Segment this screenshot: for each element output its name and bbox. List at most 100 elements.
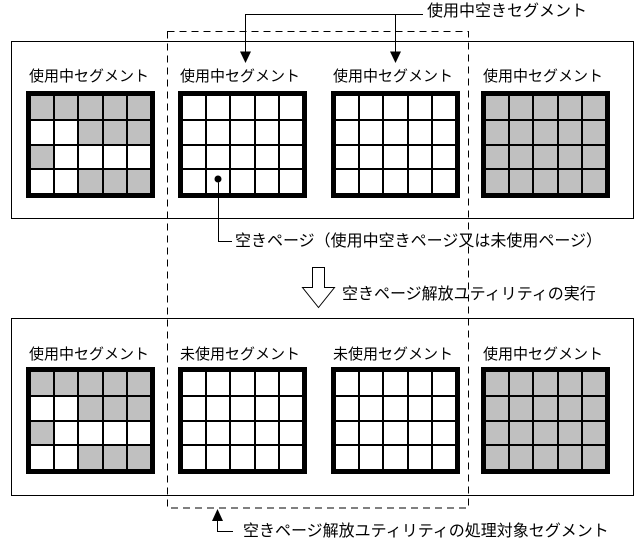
used-page-cell (79, 446, 102, 469)
free-page-cell (384, 421, 407, 445)
free-page-cell (432, 120, 455, 144)
up-arrowhead-icon (212, 509, 223, 521)
used-page-cell (31, 96, 54, 119)
hollow-down-arrow-icon (301, 267, 336, 309)
used-page-cell (534, 145, 557, 169)
free-page-cell (279, 446, 302, 469)
free-page-cell (55, 446, 78, 469)
free-page-cell (55, 396, 78, 420)
free-page-cell (231, 372, 254, 395)
free-page-cell (432, 96, 455, 119)
free-page-cell (255, 145, 278, 169)
used-page-cell (510, 145, 533, 169)
free-page-cell (336, 120, 359, 144)
free-page-cell (384, 120, 407, 144)
used-page-cell (486, 372, 509, 395)
used-page-cell (127, 396, 150, 420)
used-page-cell (486, 120, 509, 144)
used-page-cell (127, 446, 150, 469)
free-page-cell (183, 96, 206, 119)
free-page-cell (336, 396, 359, 420)
used-page-cell (558, 96, 581, 119)
segment-label: 使用中セグメント (29, 346, 150, 363)
used-page-cell (486, 446, 509, 469)
free-page-cell (336, 372, 359, 395)
used-page-cell (510, 446, 533, 469)
free-page-cell (183, 396, 206, 420)
page-grid (26, 91, 155, 198)
free-page-cell (183, 372, 206, 395)
free-page-cell (336, 170, 359, 193)
free-page-cell (360, 170, 383, 193)
segment-label: 使用中セグメント (483, 346, 604, 363)
free-page-cell (255, 446, 278, 469)
free-page-cell (384, 396, 407, 420)
used-page-cell (79, 372, 102, 395)
free-page-cell (408, 120, 431, 144)
free-page-cell (408, 372, 431, 395)
used-page-cell (31, 145, 54, 169)
free-page-cell (207, 120, 230, 144)
free-page-cell (255, 372, 278, 395)
used-page-cell (510, 372, 533, 395)
used-page-cell (486, 96, 509, 119)
segment-label: 使用中セグメント (333, 68, 454, 85)
free-page-cell (207, 421, 230, 445)
used-page-cell (582, 145, 605, 169)
used-page-cell (486, 421, 509, 445)
free-page-cell (336, 421, 359, 445)
free-page-cell (183, 446, 206, 469)
free-page-cell (279, 396, 302, 420)
used-page-cell (79, 120, 102, 144)
used-page-cell (127, 96, 150, 119)
free-page-cell (31, 120, 54, 144)
target-segments-callout-label: 空きページ解放ユティリティの処理対象セグメント (243, 523, 609, 540)
used-page-cell (127, 372, 150, 395)
free-page-cell (55, 170, 78, 193)
free-page-cell (127, 421, 150, 445)
used-page-cell (79, 96, 102, 119)
free-page-cell (360, 396, 383, 420)
segment-label: 使用中セグメント (29, 68, 150, 85)
page-grid (481, 91, 610, 198)
free-page-cell (384, 145, 407, 169)
used-page-cell (534, 96, 557, 119)
segment-label: 使用中セグメント (180, 68, 301, 85)
used-page-cell (31, 372, 54, 395)
used-page-cell (486, 396, 509, 420)
free-page-cell (360, 421, 383, 445)
free-page-cell (336, 446, 359, 469)
free-page-cell (360, 372, 383, 395)
in-use-free-segment-callout-label: 使用中空きセグメント (427, 3, 588, 20)
free-page-cell (207, 96, 230, 119)
free-page-cell (432, 372, 455, 395)
in-use-free-segment-callout-line (245, 14, 423, 52)
used-page-cell (103, 372, 126, 395)
free-page-cell (432, 170, 455, 193)
free-page-cell (360, 120, 383, 144)
free-page-cell (79, 421, 102, 445)
free-page-cell (231, 120, 254, 144)
free-page-cell (31, 170, 54, 193)
free-page-cell (384, 372, 407, 395)
used-page-cell (510, 120, 533, 144)
free-page-cell (384, 446, 407, 469)
free-page-cell (279, 421, 302, 445)
target-segments-callout-line (217, 520, 233, 532)
free-page-cell (336, 145, 359, 169)
free-page-cell (408, 421, 431, 445)
used-page-cell (510, 396, 533, 420)
free-page-cell (231, 170, 254, 193)
free-page-cell (255, 120, 278, 144)
used-page-cell (31, 421, 54, 445)
used-page-cell (103, 96, 126, 119)
free-page-cell (360, 446, 383, 469)
free-page-cell (279, 170, 302, 193)
used-page-cell (55, 372, 78, 395)
used-page-cell (534, 446, 557, 469)
free-page-cell (408, 170, 431, 193)
free-page-cell (279, 120, 302, 144)
free-page-callout-label: 空きページ（使用中空きページ又は未使用ページ） (235, 233, 603, 250)
free-page-cell (255, 421, 278, 445)
